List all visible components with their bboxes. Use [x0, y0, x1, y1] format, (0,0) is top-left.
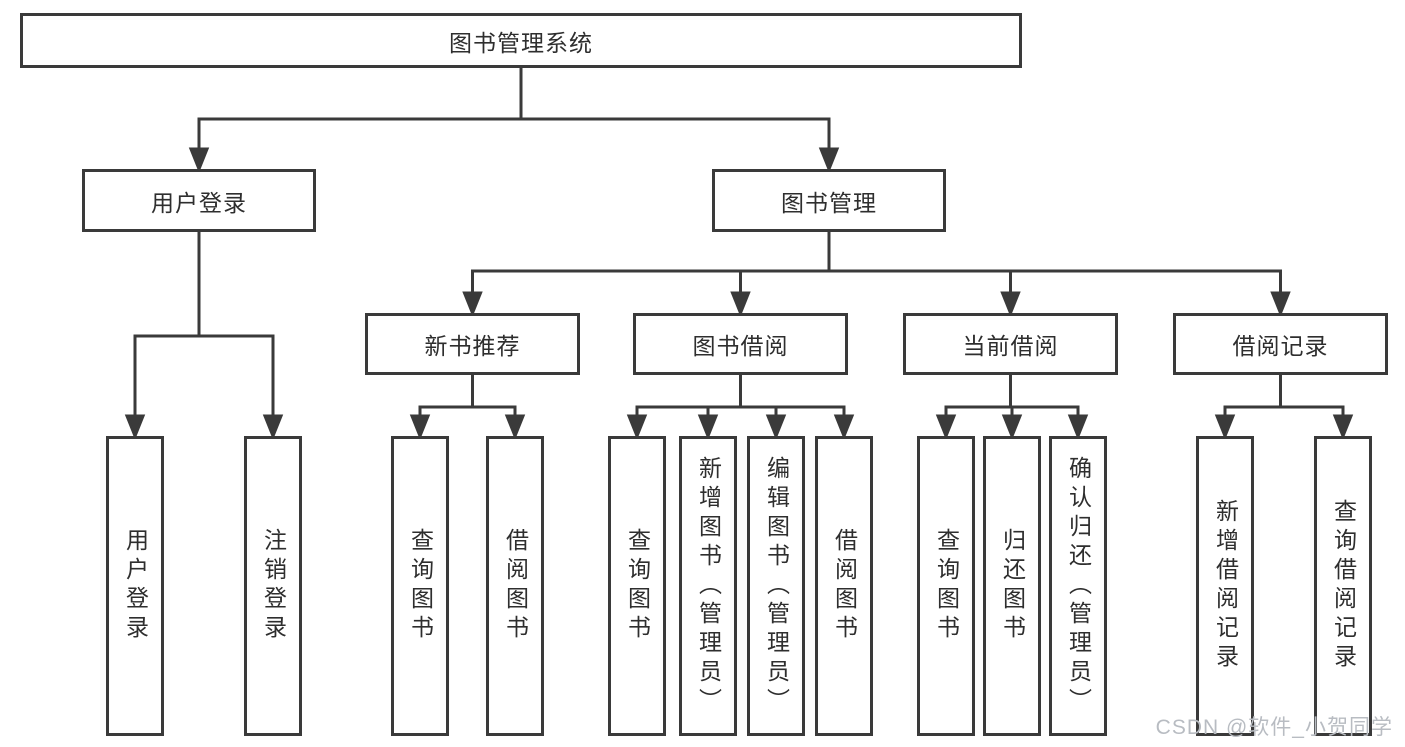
leaf-borrow-books: 借阅图书 — [815, 436, 873, 736]
node-label: 当前借阅 — [962, 333, 1059, 359]
leaf-query-books-borrow: 查询图书 — [608, 436, 666, 736]
node-label: 图书管理 — [781, 189, 877, 216]
node-current-borrow: 当前借阅 — [903, 313, 1118, 375]
node-label: 用户登录 — [151, 189, 247, 216]
node-label: 借阅记录 — [1232, 333, 1329, 359]
leaf-query-borrow-record: 查询借阅记录 — [1314, 436, 1372, 736]
node-root-system: 图书管理系统 — [20, 13, 1022, 68]
leaf-label: 查询图书 — [933, 528, 960, 644]
node-new-book-recommend: 新书推荐 — [365, 313, 580, 375]
leaf-user-login: 用户登录 — [106, 436, 164, 736]
node-user-login-module: 用户登录 — [82, 169, 316, 232]
node-label: 新书推荐 — [424, 333, 521, 359]
csdn-watermark: CSDN @软件_小贺同学 — [1155, 716, 1393, 739]
leaf-return-books: 归还图书 — [983, 436, 1041, 736]
leaf-label: 查询借阅记录 — [1330, 499, 1357, 673]
leaf-label: 借阅图书 — [502, 528, 529, 644]
leaf-label: 编辑图书（管理员） — [763, 455, 790, 717]
leaf-label: 新增图书（管理员） — [695, 455, 722, 717]
node-root-label: 图书管理系统 — [449, 29, 593, 56]
leaf-label: 注销登录 — [260, 528, 287, 644]
leaf-label: 确认归还（管理员） — [1065, 455, 1092, 717]
leaf-borrow-books-recommend: 借阅图书 — [486, 436, 544, 736]
leaf-logout: 注销登录 — [244, 436, 302, 736]
leaf-label: 查询图书 — [624, 528, 651, 644]
leaf-add-books-admin: 新增图书（管理员） — [679, 436, 737, 736]
leaf-query-books-recommend: 查询图书 — [391, 436, 449, 736]
leaf-edit-books-admin: 编辑图书（管理员） — [747, 436, 805, 736]
leaf-add-borrow-record: 新增借阅记录 — [1196, 436, 1254, 736]
leaf-label: 归还图书 — [999, 528, 1026, 644]
node-book-management-module: 图书管理 — [712, 169, 946, 232]
node-book-borrow: 图书借阅 — [633, 313, 848, 375]
leaf-label: 新增借阅记录 — [1212, 499, 1239, 673]
leaf-label: 借阅图书 — [831, 528, 858, 644]
leaf-query-books-current: 查询图书 — [917, 436, 975, 736]
leaf-confirm-return-admin: 确认归还（管理员） — [1049, 436, 1107, 736]
leaf-label: 查询图书 — [407, 528, 434, 644]
node-borrow-records: 借阅记录 — [1173, 313, 1388, 375]
leaf-label: 用户登录 — [122, 528, 149, 644]
node-label: 图书借阅 — [692, 333, 789, 359]
connector-group — [124, 68, 1354, 441]
